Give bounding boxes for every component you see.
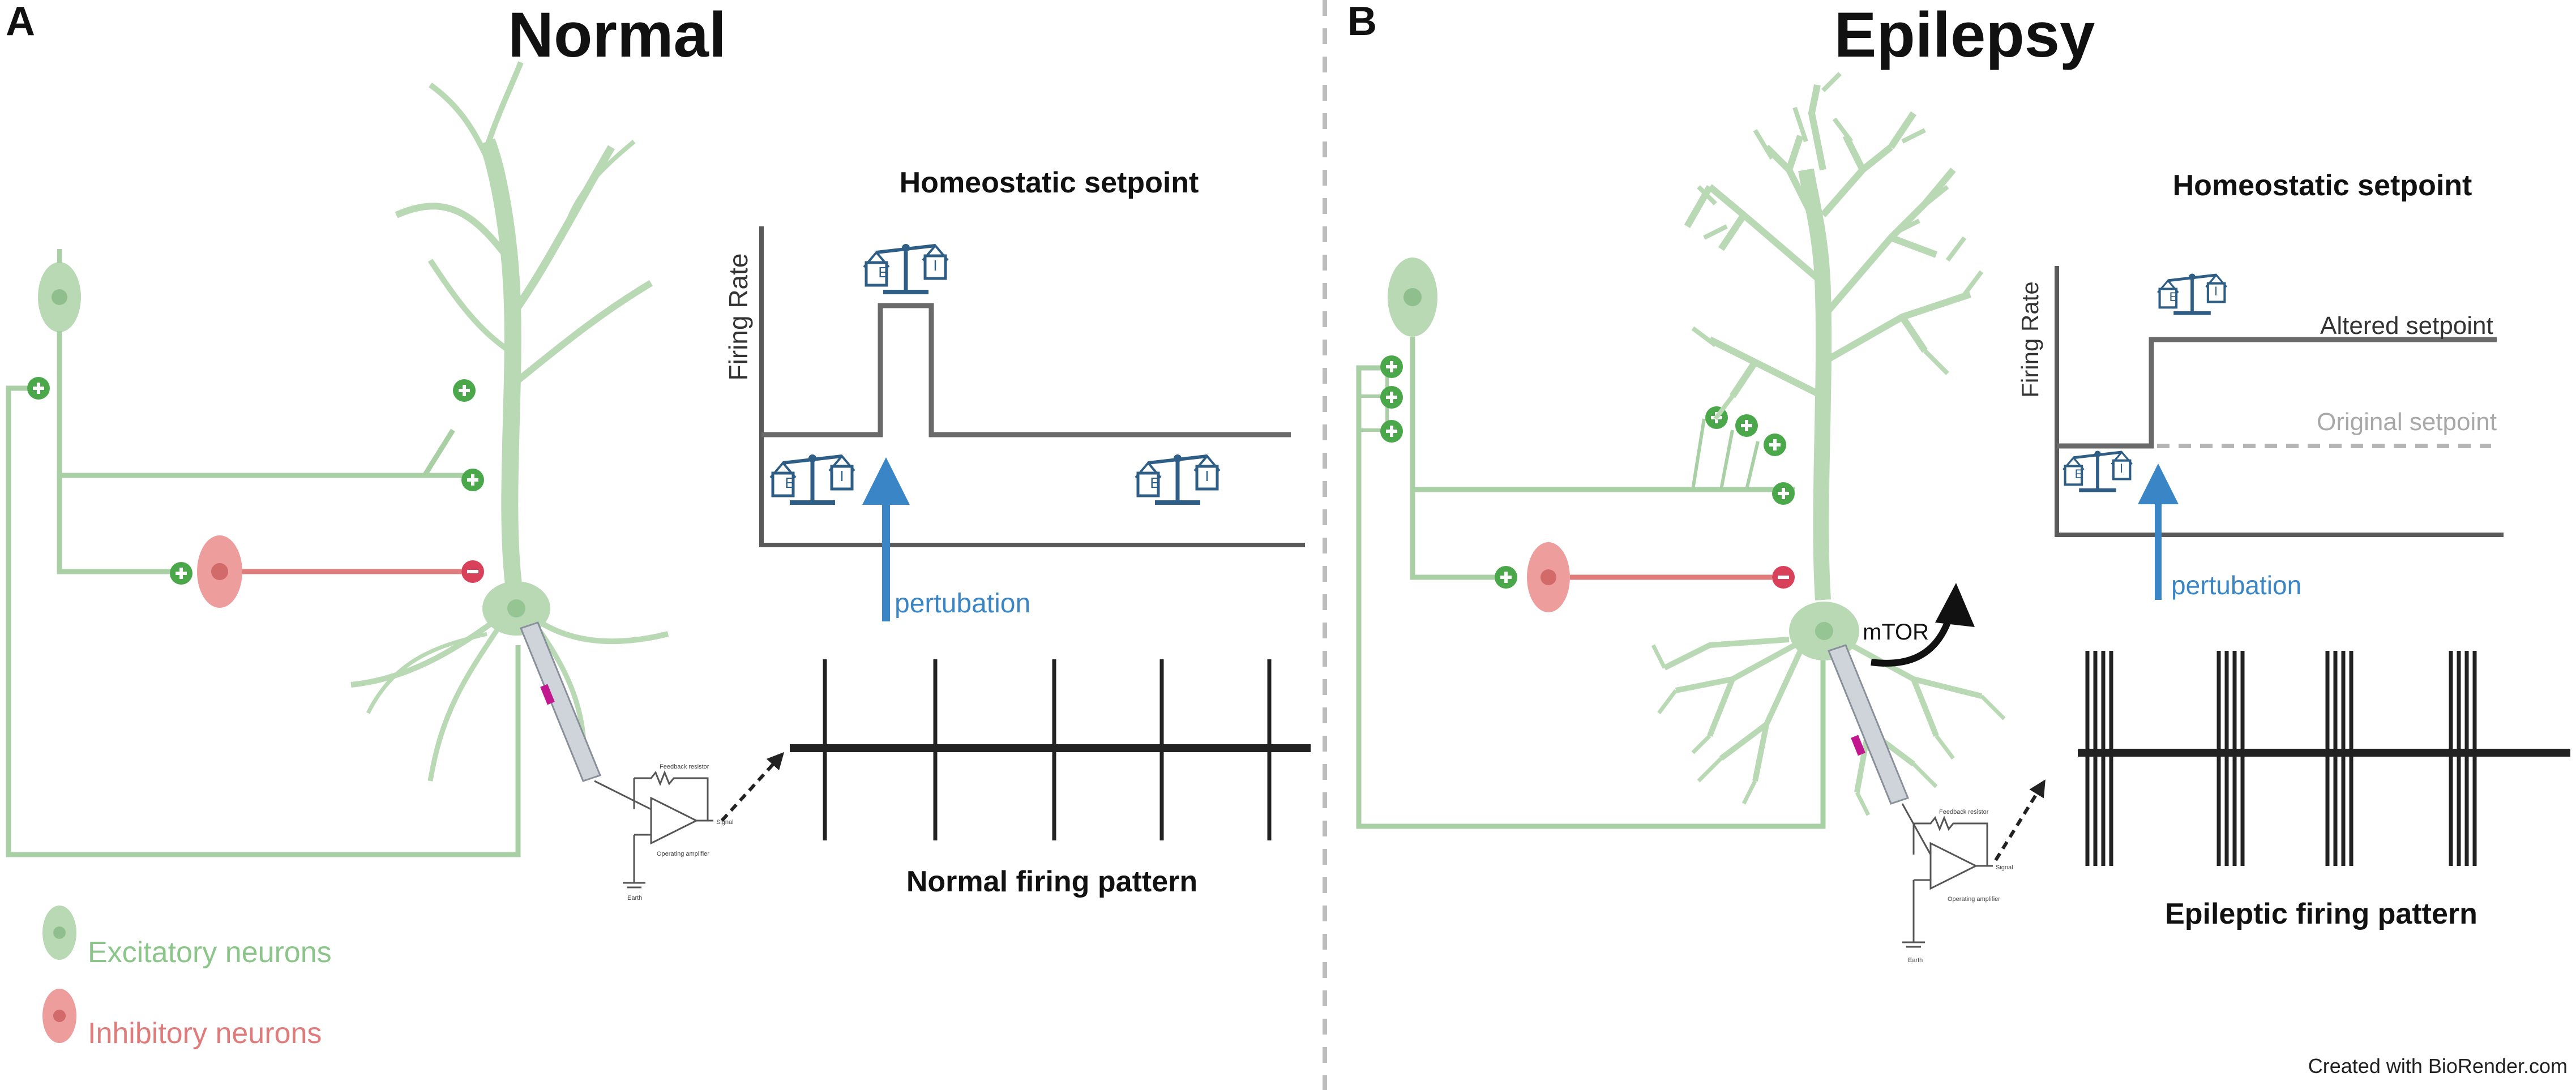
credit-text: Created with BioRender.com [2308, 1054, 2568, 1078]
svg-text:I: I [2120, 461, 2123, 475]
svg-text:Feedback resistor: Feedback resistor [660, 763, 709, 770]
svg-text:Signal: Signal [1996, 864, 2013, 871]
svg-text:Earth: Earth [1908, 957, 1923, 964]
firing-pattern-label-b: Epileptic firing pattern [2165, 898, 2477, 930]
panel-a-letter: A [6, 0, 35, 44]
firing-pattern-label-a: Normal firing pattern [906, 865, 1197, 898]
legend: Excitatory neurons Inhibitory neurons [42, 906, 332, 1050]
svg-text:Operating amplifier: Operating amplifier [1948, 896, 2000, 903]
panel-a-title: Normal [508, 0, 726, 70]
altered-setpoint-trace [2057, 337, 2497, 449]
y-axis-label-b: Firing Rate [2017, 281, 2043, 397]
graph-title-b: Homeostatic setpoint [2173, 169, 2472, 202]
y-axis-label-a: Firing Rate [724, 254, 753, 381]
spike-train-a [823, 659, 1272, 840]
perturbation-label-a: pertubation [895, 589, 1030, 619]
mtor-arrow [1871, 621, 1951, 667]
firing-pattern-b: Epileptic firing pattern [2078, 651, 2570, 930]
svg-text:I: I [840, 467, 844, 484]
graph-title-a: Homeostatic setpoint [900, 166, 1199, 199]
svg-text:Operating amplifier: Operating amplifier [657, 851, 709, 857]
perturbation-label-b: pertubation [2171, 570, 2301, 600]
recording-electrode-a [520, 621, 601, 782]
recording-electrode-b [1828, 644, 1909, 805]
svg-text:I: I [1205, 467, 1209, 484]
panel-a: A Normal [6, 0, 1311, 1050]
axes-b [2055, 266, 2504, 537]
firing-rate-trace-a [761, 303, 1291, 437]
amplifier-circuit-b: Feedback resistor Operating amplifier Si… [1901, 803, 2013, 964]
svg-text:I: I [933, 257, 937, 274]
svg-text:E: E [785, 474, 794, 491]
legend-inhibitory-label: Inhibitory neurons [88, 1017, 322, 1050]
legend-excitatory-label: Excitatory neurons [88, 936, 332, 969]
altered-setpoint-label: Altered setpoint [2320, 312, 2493, 340]
firing-pattern-a: Normal firing pattern [790, 659, 1311, 898]
panel-b-letter: B [1347, 0, 1377, 44]
neuron-circuit-b: mTOR Feedback resistor Operating amplifi… [1356, 72, 2046, 964]
svg-text:E: E [2075, 467, 2083, 481]
svg-text:E: E [878, 264, 888, 281]
panel-b-title: Epilepsy [1834, 0, 2095, 70]
svg-text:E: E [1150, 474, 1159, 491]
mtor-label: mTOR [1863, 620, 1929, 645]
amplifier-circuit-a: Feedback resistor Operating amplifier Si… [594, 763, 734, 902]
svg-text:Earth: Earth [627, 895, 642, 902]
svg-text:I: I [2214, 284, 2218, 298]
spike-train-b [2085, 651, 2477, 866]
axes-a [759, 226, 1305, 547]
setpoint-graph-b: Homeostatic setpoint Firing Rate Altered… [2017, 169, 2504, 600]
neuron-circuit-a: Feedback resistor Operating amplifier Si… [6, 61, 785, 902]
svg-text:E: E [2170, 290, 2178, 304]
original-setpoint-label: Original setpoint [2317, 408, 2497, 436]
setpoint-graph-a: Homeostatic setpoint Firing Rate E I E I… [724, 166, 1305, 621]
svg-text:Feedback resistor: Feedback resistor [1939, 809, 1989, 816]
svg-text:Signal: Signal [716, 819, 734, 826]
panel-b: B Epilepsy [1347, 0, 2570, 1078]
